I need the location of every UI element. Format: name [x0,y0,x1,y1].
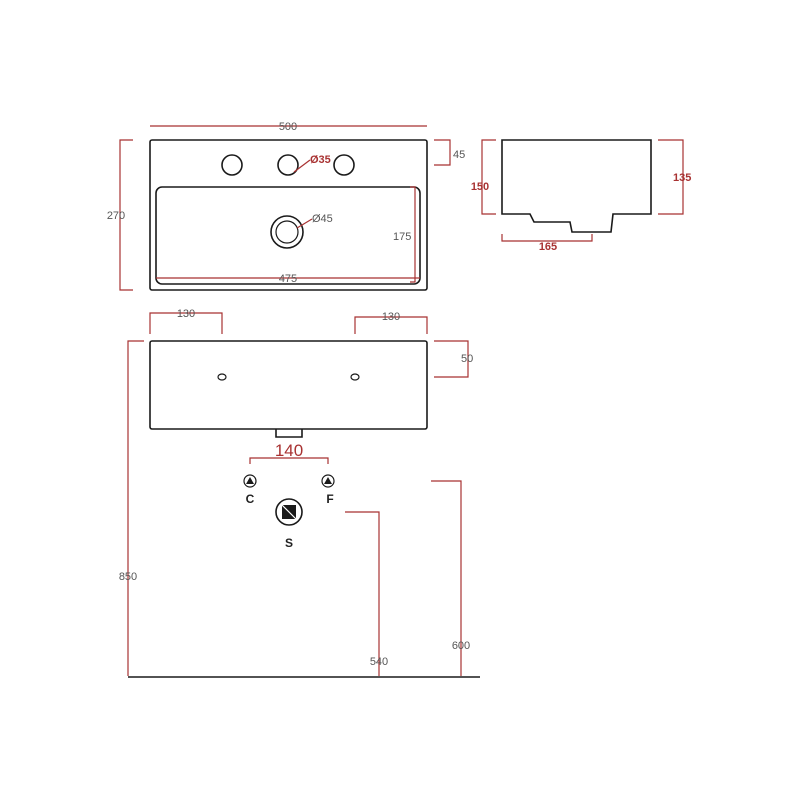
dim-line-rim-height [127,340,144,676]
dim-bowl-height: 135 [673,172,691,184]
side-view: 150 135 165 [471,139,691,253]
dim-supply-spacing: 140 [275,441,303,460]
drain-outer [270,215,304,249]
dim-line-depth [119,139,133,291]
dim-total-height: 150 [471,181,489,193]
basin-front-outline [149,340,428,430]
dim-right-fixing: 130 [382,311,400,323]
dim-line-waste-offset [501,234,593,242]
side-profile [501,139,652,233]
dim-line-supply-spacing [249,457,329,464]
dim-line-total-height [481,139,496,215]
dim-line-supply-height [431,480,462,676]
dim-line-waste-height [345,511,380,676]
leader-drain-hole [296,218,313,229]
waste-icon [275,498,303,526]
dim-bowl-width: 475 [279,273,297,285]
dim-rim-height: 850 [119,571,137,583]
waste-outlet [275,429,303,438]
dim-line-tap-offset [434,139,451,166]
hot-supply-icon [321,474,335,488]
fixing-hole-left [217,373,227,381]
dim-waste-height: 540 [370,656,388,668]
basin-outline [149,139,428,291]
tap-hole-right [333,154,355,176]
leader-tap-hole [293,159,311,173]
bowl-outline [155,186,421,285]
dim-width: 500 [279,121,297,133]
cold-supply-icon [243,474,257,488]
dim-line-left-fixing [149,312,223,334]
dim-line-bowl-height [658,139,684,215]
tap-hole-left [221,154,243,176]
dim-drain-hole: Ø45 [312,213,333,225]
front-view: 130 130 50 [149,308,473,438]
drain-inner [275,220,299,244]
cold-supply-label: C [246,492,255,506]
waste-label: S [285,536,293,550]
dim-tap-hole: Ø35 [310,154,331,166]
tap-hole-center [277,154,299,176]
dim-waste-offset: 165 [539,241,557,253]
dim-depth: 270 [107,210,125,222]
dim-line-right-fixing [354,316,428,334]
installation-view: 140 C F S 850 540 600 [119,340,480,678]
dim-line-fixing-height [434,340,469,378]
dim-supply-height: 600 [452,640,470,652]
dim-bowl-depth: 175 [393,231,411,243]
fixing-hole-right [350,373,360,381]
dim-line-bowl-depth [410,186,416,283]
dim-tap-offset: 45 [453,149,465,161]
dim-left-fixing: 130 [177,308,195,320]
hot-supply-label: F [326,492,333,506]
top-view: 500 270 45 Ø35 Ø45 175 475 [107,121,465,291]
dim-fixing-height: 50 [461,353,473,365]
